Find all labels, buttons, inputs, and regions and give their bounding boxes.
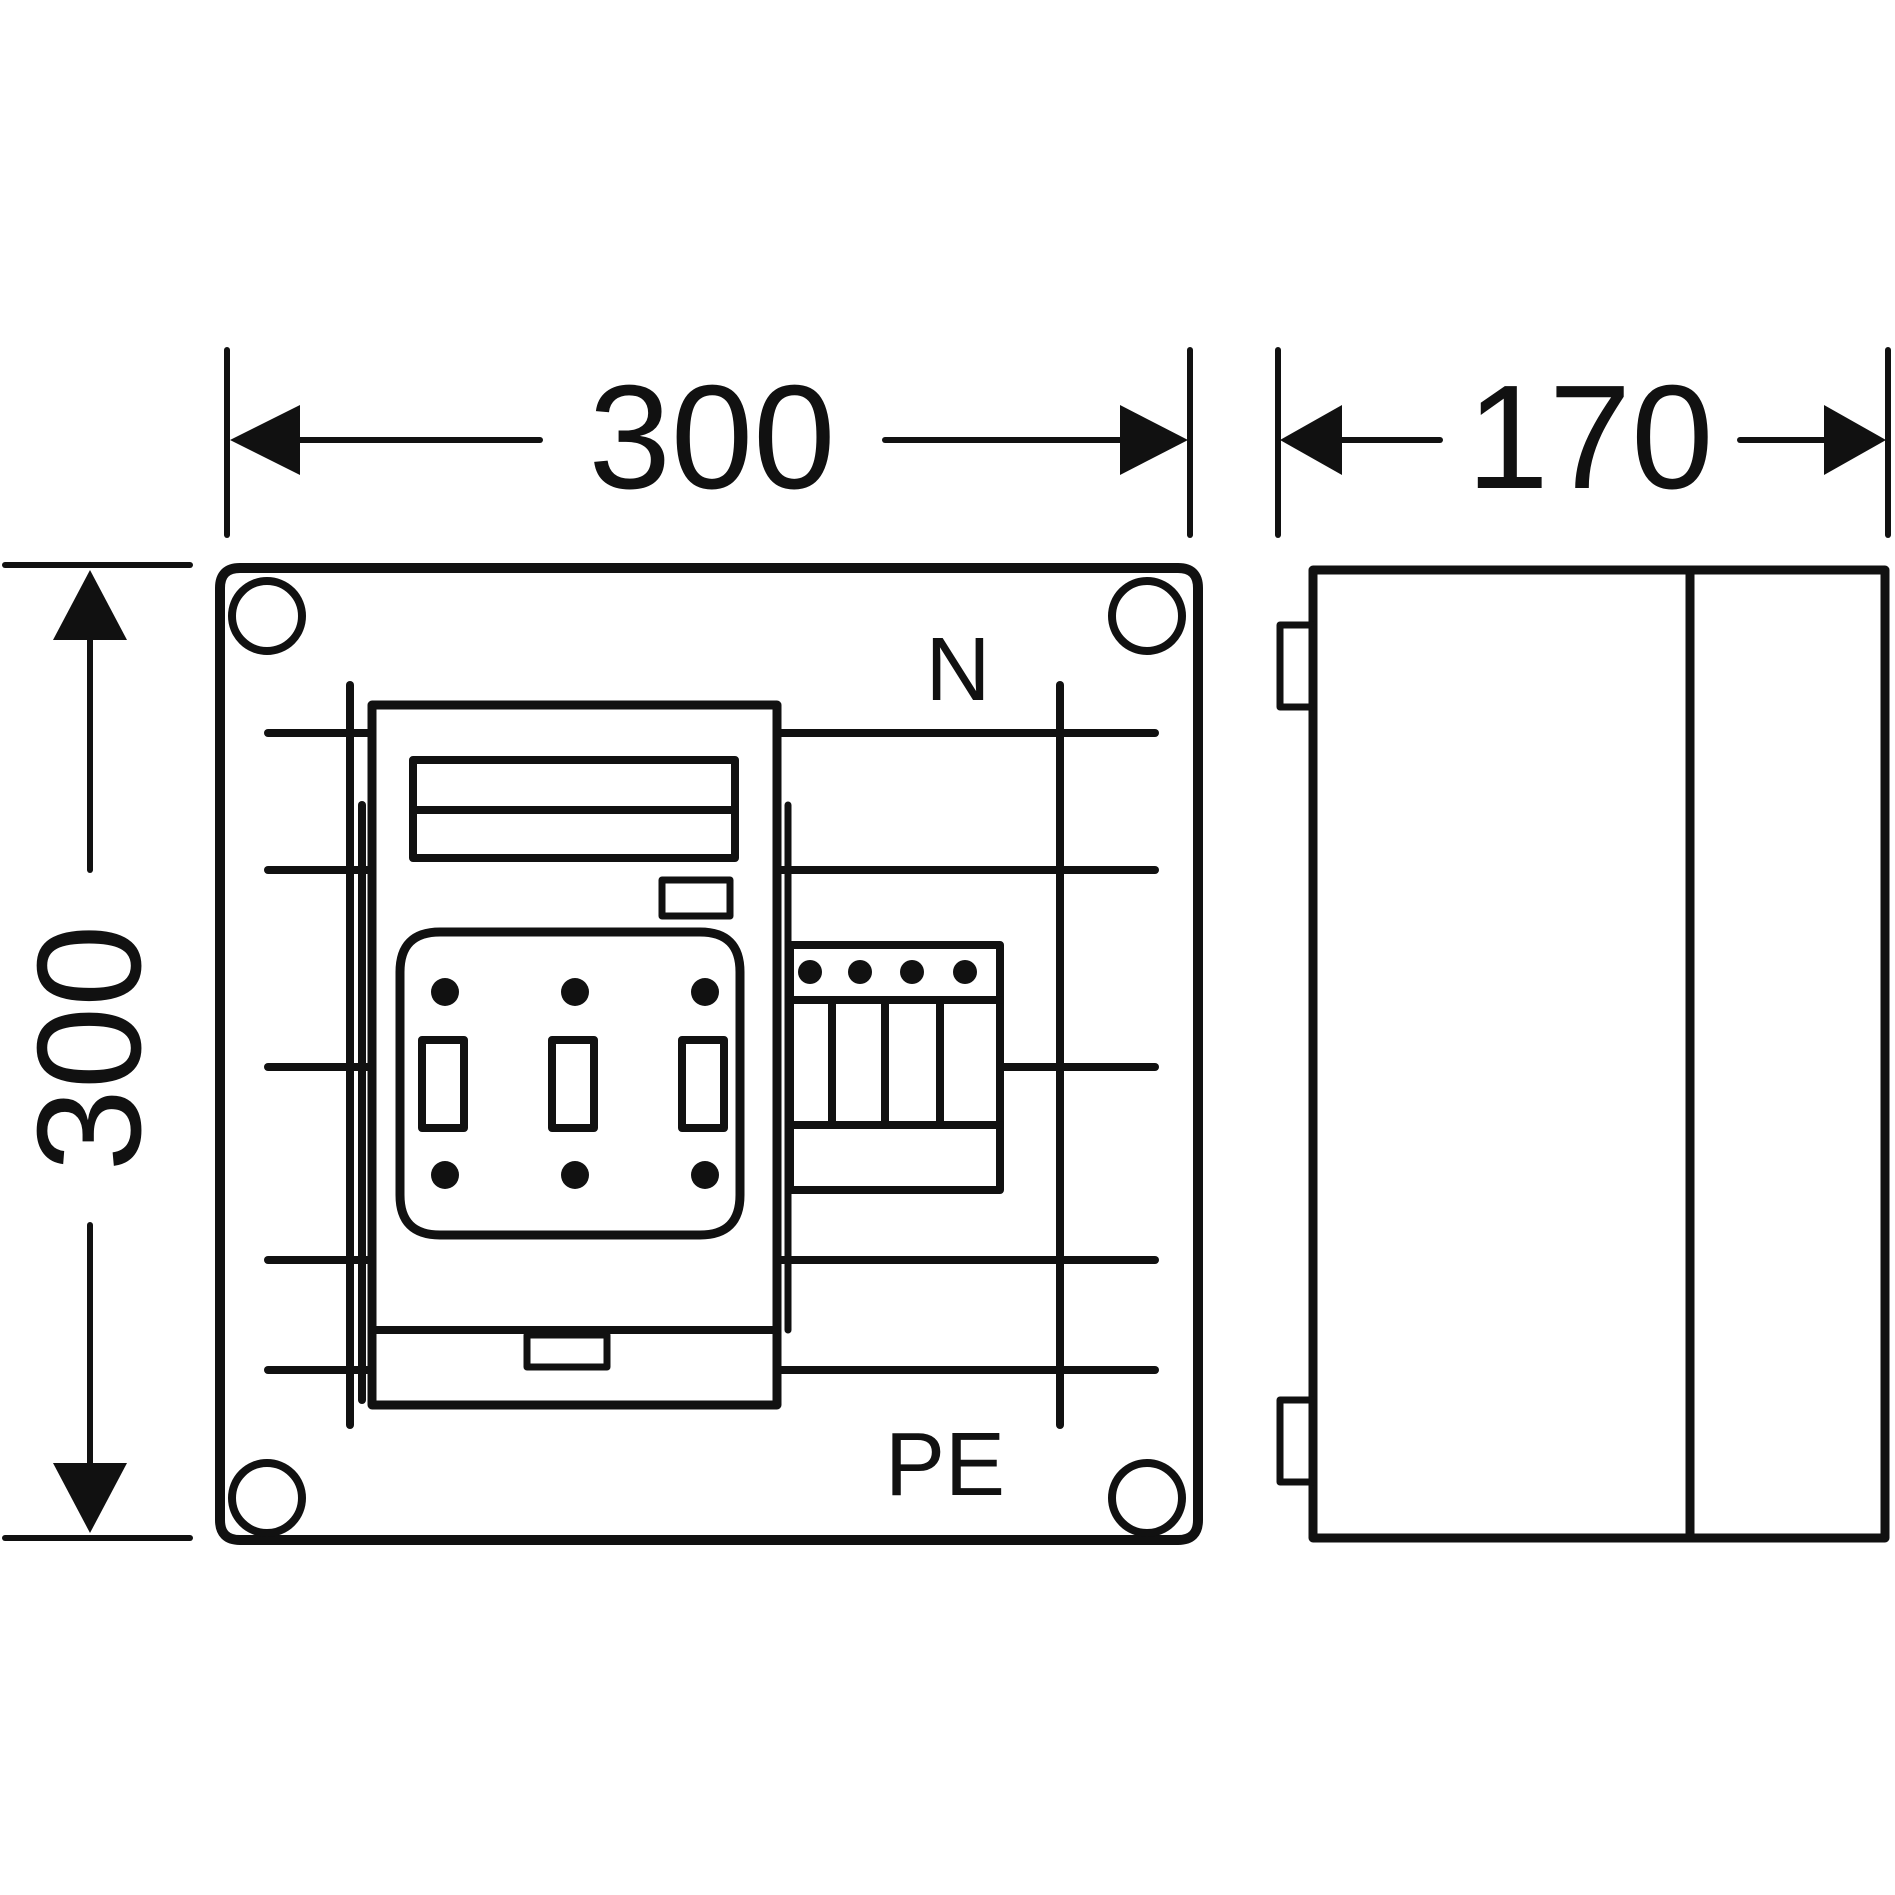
front-enclosure-outline: [215, 563, 1203, 1545]
terminal-screw-bottom-1: [431, 1161, 459, 1189]
depth-dimension: [1275, 347, 1891, 538]
mounting-rails: [264, 681, 1159, 1429]
fuse-carrier-body: [395, 927, 745, 1240]
terminal-screw-bottom-3: [691, 1161, 719, 1189]
height-arrow-top: [53, 570, 127, 640]
surge-terminals: [798, 960, 977, 984]
surge-terminal-4: [953, 960, 977, 984]
surge-protector: [786, 941, 1004, 1194]
indicator-tab: [658, 876, 734, 920]
fuse-slot-2: [548, 1036, 598, 1132]
base-latch: [523, 1331, 611, 1371]
front-view: [215, 563, 1203, 1545]
height-dimension: [2, 562, 193, 1541]
width-arrow-right: [1120, 405, 1188, 475]
switch-disconnector: [367, 700, 792, 1410]
corner-screw-top-left: [228, 577, 306, 655]
fuse-slot-3: [678, 1036, 728, 1132]
depth-arrow-left: [1280, 405, 1342, 475]
width-label: 300: [589, 355, 836, 520]
terminal-screw-top-1: [431, 978, 459, 1006]
switch-housing: [367, 700, 782, 1410]
height-arrow-bottom: [53, 1463, 127, 1533]
pe-label: PE: [885, 1415, 1005, 1515]
side-hinge-top: [1276, 621, 1316, 711]
surge-protector-housing: [786, 941, 1004, 1194]
fuse-slots: [418, 1036, 728, 1132]
surge-terminal-1: [798, 960, 822, 984]
depth-label: 170: [1467, 355, 1714, 520]
fuse-slot-1: [418, 1036, 468, 1132]
height-label: 300: [7, 925, 172, 1172]
terminal-screw-top-3: [691, 978, 719, 1006]
width-arrow-left: [230, 405, 300, 475]
depth-arrow-right: [1824, 405, 1886, 475]
label-strip-bottom: [409, 806, 739, 862]
corner-screw-bottom-left: [228, 1459, 306, 1537]
terminal-screws: [431, 978, 719, 1189]
surge-terminal-2: [848, 960, 872, 984]
terminal-screw-top-2: [561, 978, 589, 1006]
side-view: [1276, 565, 1890, 1543]
side-hinge-bottom: [1276, 1396, 1316, 1486]
corner-screw-bottom-right: [1108, 1459, 1186, 1537]
side-enclosure-outline: [1308, 565, 1890, 1543]
surge-terminal-3: [900, 960, 924, 984]
terminal-screw-bottom-2: [561, 1161, 589, 1189]
corner-screw-top-right: [1108, 577, 1186, 655]
width-dimension: [224, 347, 1193, 538]
neutral-label: N: [926, 620, 991, 720]
